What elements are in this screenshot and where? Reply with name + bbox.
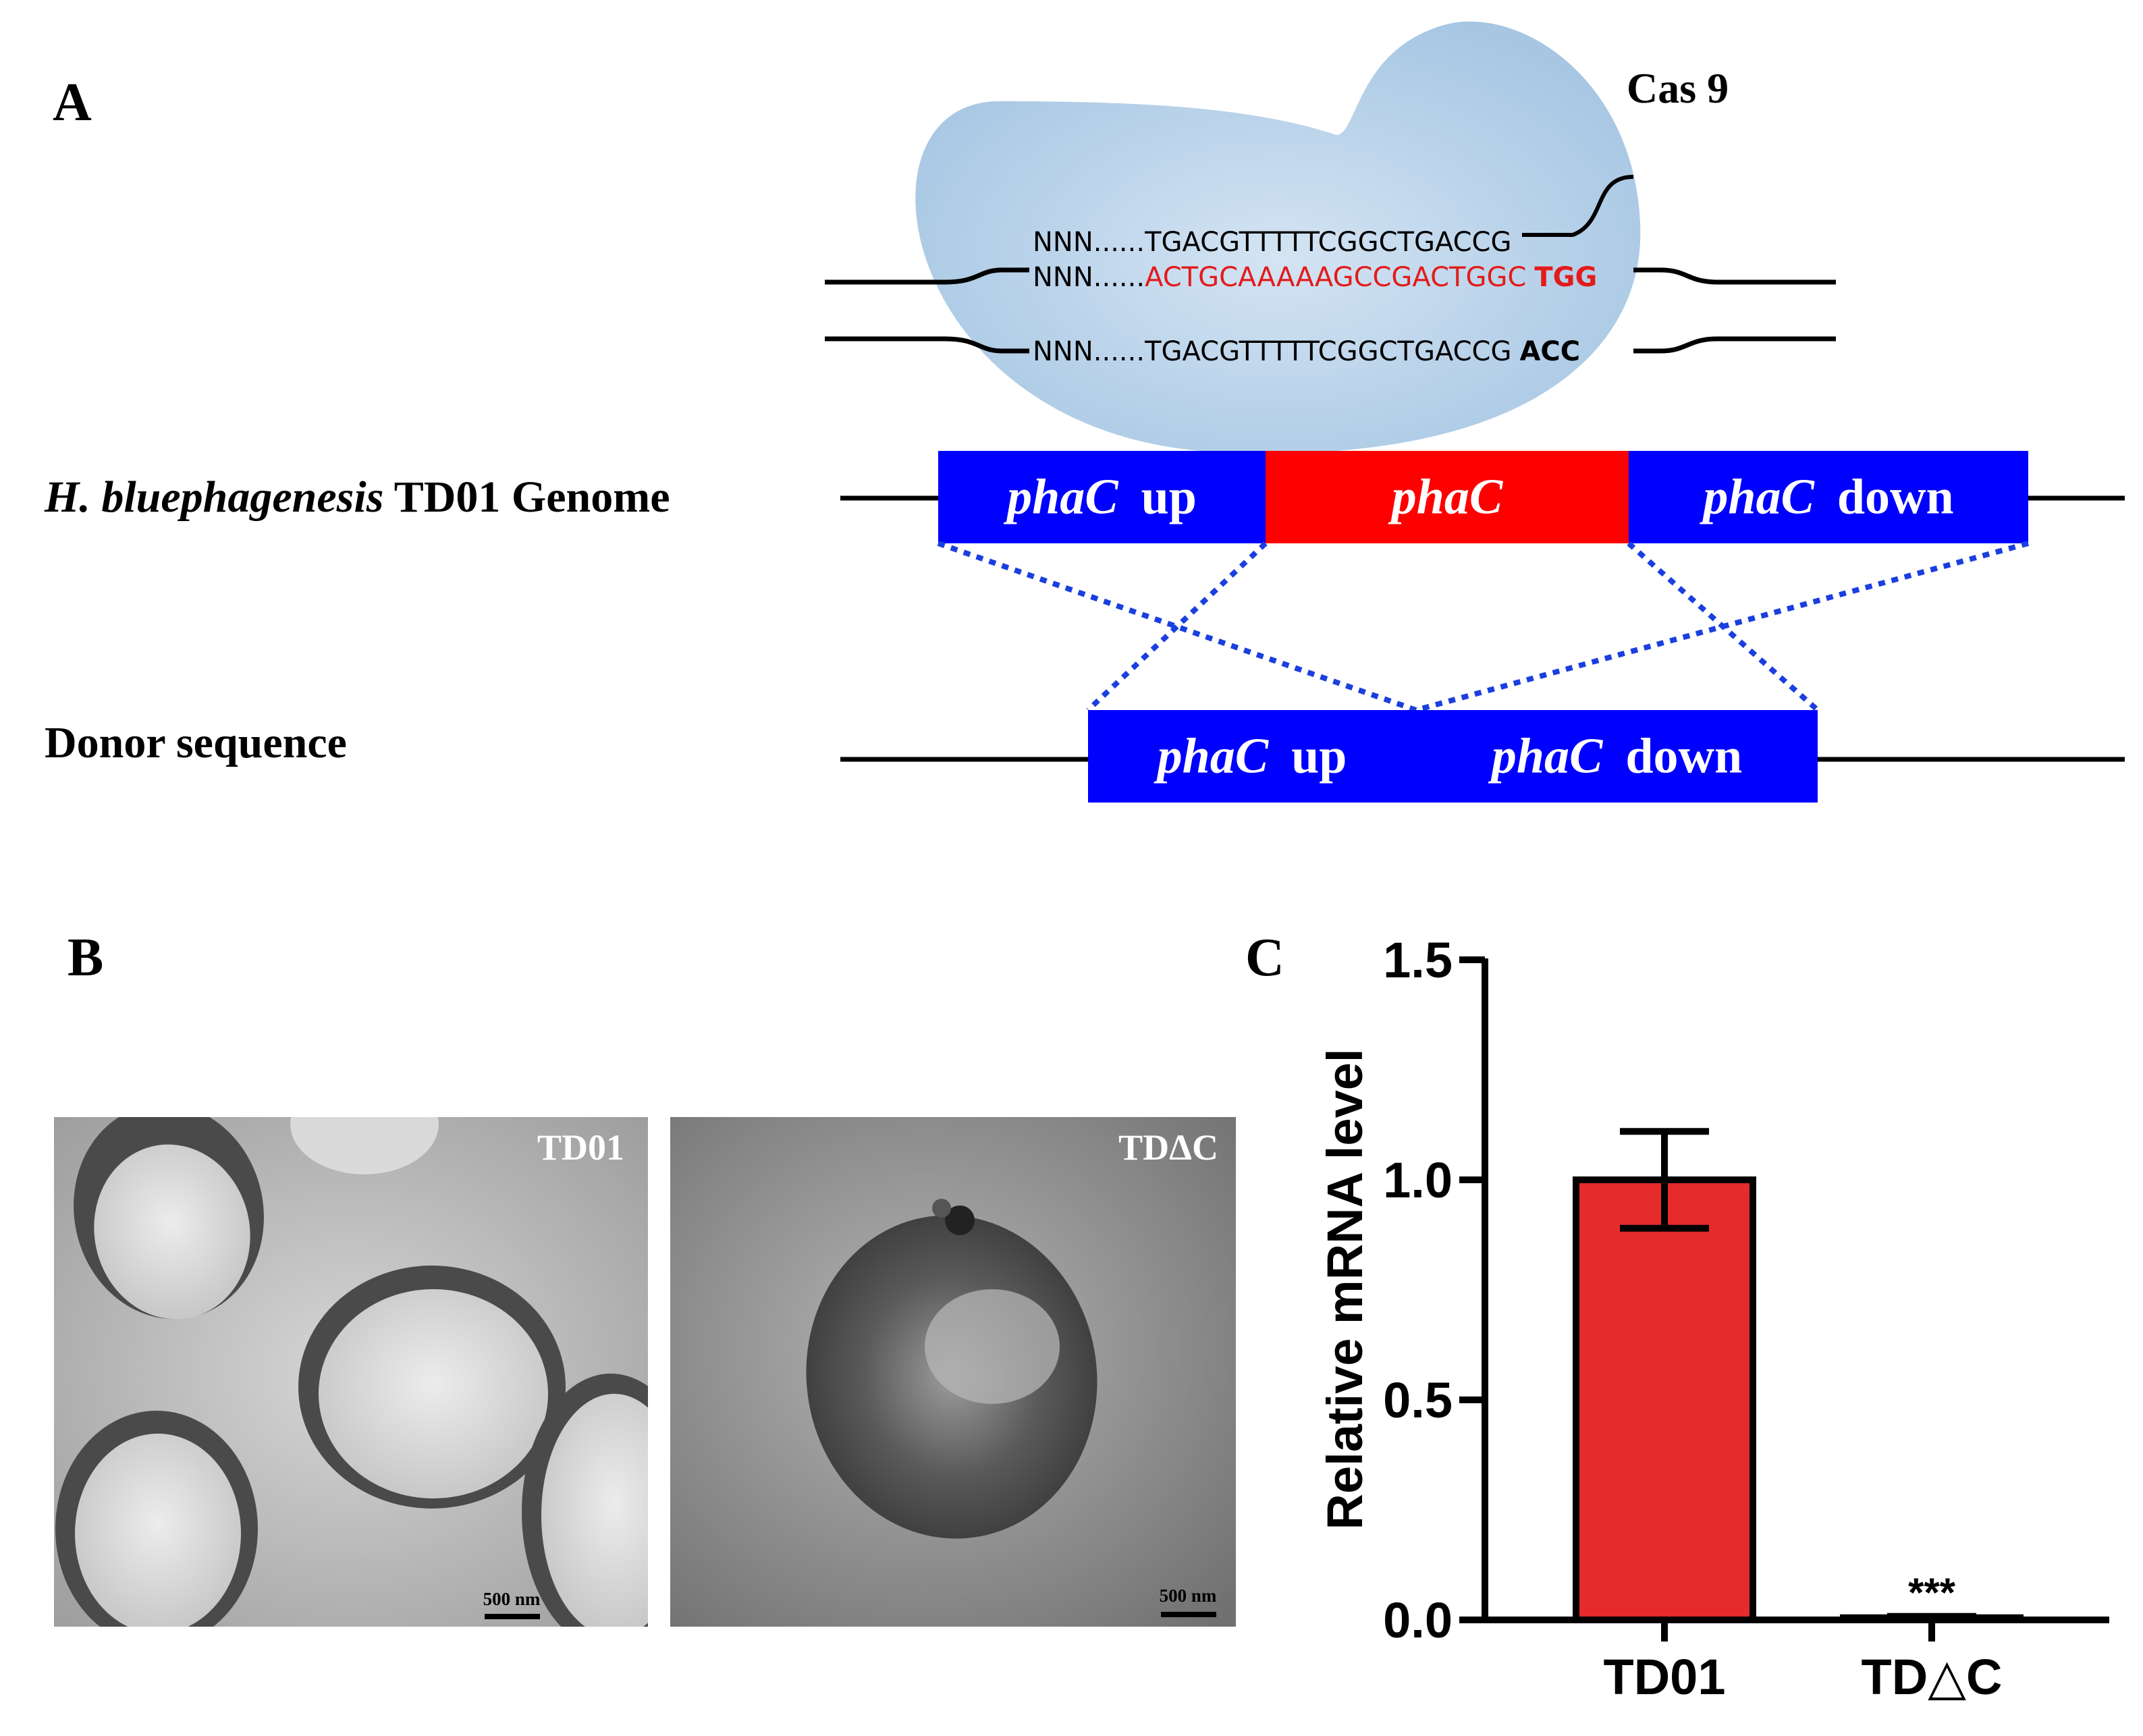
y-tick-label: 0.0 [1383,1592,1453,1648]
tem-tag-td01: TD01 [537,1127,624,1168]
dna-strand-bottom-right [1633,336,1836,354]
y-tick-label: 1.0 [1383,1152,1453,1208]
sgrna-sequence: NNN......TGACGTTTTTCGGCTGACCG [1033,227,1511,258]
crossover-line-2 [1086,541,1268,712]
tem-tag-tddc: TDΔC [1118,1127,1218,1168]
scale-bar-label-2: 500 nm [1160,1585,1217,1606]
homology-crossover-lines [937,541,2030,713]
panel-c-label: C [1245,928,1284,987]
y-tick-label: 1.5 [1383,932,1453,988]
scale-bar-label-1: 500 nm [483,1589,541,1609]
donor-row-label: Donor sequence [45,718,347,767]
cas9-label: Cas 9 [1627,64,1729,112]
donor-block-2 [1416,710,1818,803]
y-axis-label: Relative mRNA level [1317,1049,1373,1530]
sgrna-tail [1522,175,1634,237]
panel-a-label: A [53,73,92,132]
y-tick-label: 0.5 [1383,1372,1453,1428]
dna-strand-bottom-left [825,336,1029,354]
genome-block-2 [1266,451,1629,543]
donor-block-1 [1088,710,1416,803]
significance-marker: *** [1908,1570,1956,1615]
genome-row-label: H. bluephagenesis TD01 Genome [44,472,670,522]
crossover-line-1 [937,541,1417,713]
bar-1 [1573,1176,1756,1623]
x-tick-label: TD01 [1604,1649,1726,1705]
scale-bar-1 [485,1614,540,1619]
tem-image-tddc: TDΔC 500 nm [670,1117,1236,1627]
cas9-protein-shape [915,21,1641,454]
crossover-line-4 [1415,541,2030,713]
genome-block-3 [1629,451,2028,543]
genome-block-label-2: phaC [1388,470,1504,525]
x-tick-label: TD△C [1862,1649,2003,1705]
tem-image-td01: TD01 500 nm [54,1117,648,1627]
dna-strand-top-left [825,267,1029,285]
dna-strand-top-right [1633,267,1836,285]
panel-b-label: B [67,928,103,987]
scale-bar-2 [1161,1612,1216,1617]
genome-block-1 [938,451,1266,543]
